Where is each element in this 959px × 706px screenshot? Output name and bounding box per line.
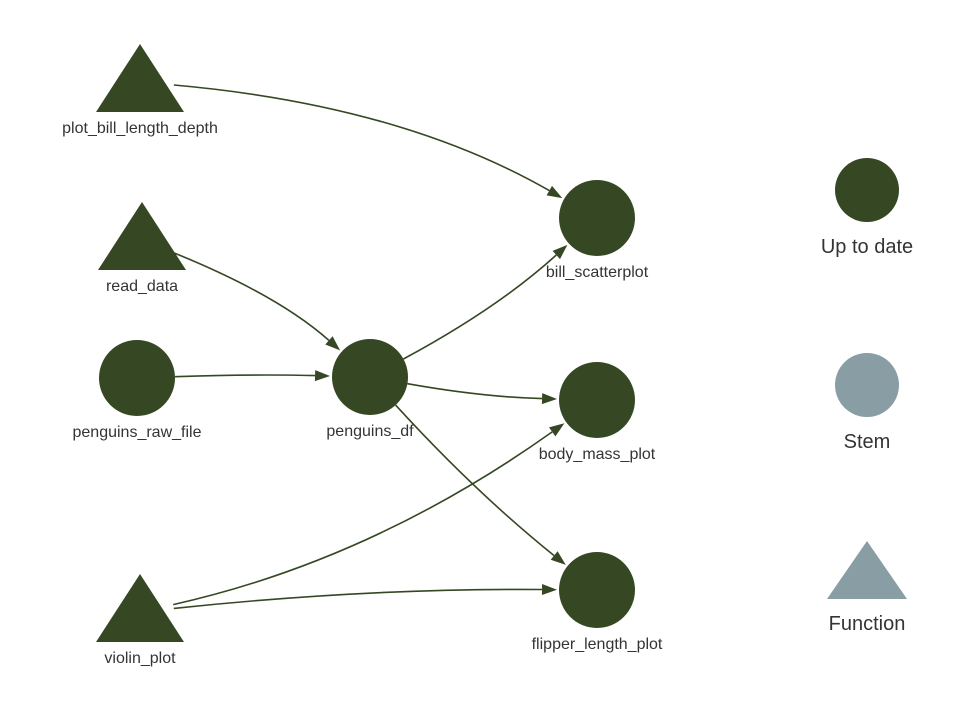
graph-node-flipper_length_plot[interactable] xyxy=(559,552,635,628)
graph-node-penguins_raw_file[interactable] xyxy=(99,340,175,416)
node-label-body_mass_plot: body_mass_plot xyxy=(539,446,656,463)
graph-node-bill_scatterplot[interactable] xyxy=(559,180,635,256)
edge-penguins_df-to-bill_scatterplot xyxy=(403,254,557,360)
arrowhead-icon xyxy=(314,370,330,382)
node-label-violin_plot: violin_plot xyxy=(104,650,176,667)
legend-item-function: Function xyxy=(788,541,946,636)
edge-violin_plot-to-body_mass_plot xyxy=(173,431,553,606)
node-label-flipper_length_plot: flipper_length_plot xyxy=(532,636,663,653)
arrowhead-icon xyxy=(552,244,568,260)
arrowhead-icon xyxy=(541,393,557,405)
node-label-plot_bill_length_depth: plot_bill_length_depth xyxy=(62,120,218,137)
graph-node-penguins_df[interactable] xyxy=(332,339,408,415)
node-label-penguins_raw_file: penguins_raw_file xyxy=(73,424,202,441)
up-to-date-circle-icon xyxy=(835,158,899,222)
node-label-read_data: read_data xyxy=(106,278,178,295)
legend-item-up-to-date: Up to date xyxy=(788,158,946,259)
edge-penguins_df-to-body_mass_plot xyxy=(407,382,543,400)
edge-penguins_df-to-flipper_length_plot xyxy=(395,404,555,557)
arrowhead-icon xyxy=(549,423,565,437)
node-label-bill_scatterplot: bill_scatterplot xyxy=(546,264,649,281)
graph-node-plot_bill_length_depth[interactable] xyxy=(96,44,184,112)
graph-node-read_data[interactable] xyxy=(98,202,186,270)
edge-penguins_raw_file-to-penguins_df xyxy=(174,374,316,378)
edge-violin_plot-to-flipper_length_plot xyxy=(173,588,543,610)
arrowhead-icon xyxy=(325,336,341,351)
legend-label-up-to-date: Up to date xyxy=(820,236,914,258)
legend: Up to date Stem Function xyxy=(788,0,946,706)
graph-node-violin_plot[interactable] xyxy=(96,574,184,642)
arrowhead-icon xyxy=(546,185,563,199)
graph-node-body_mass_plot[interactable] xyxy=(559,362,635,438)
arrowhead-icon xyxy=(542,584,557,595)
arrowhead-icon xyxy=(550,551,566,565)
edge-plot_bill_length_depth-to-bill_scatterplot xyxy=(173,84,550,192)
node-label-penguins_df: penguins_df xyxy=(326,423,414,440)
legend-label-function: Function xyxy=(828,613,906,635)
stem-circle-icon xyxy=(835,353,899,417)
edge-read_data-to-penguins_df xyxy=(173,251,330,341)
legend-item-stem: Stem xyxy=(788,353,946,454)
legend-label-stem: Stem xyxy=(843,431,891,453)
function-triangle-icon xyxy=(827,541,907,599)
